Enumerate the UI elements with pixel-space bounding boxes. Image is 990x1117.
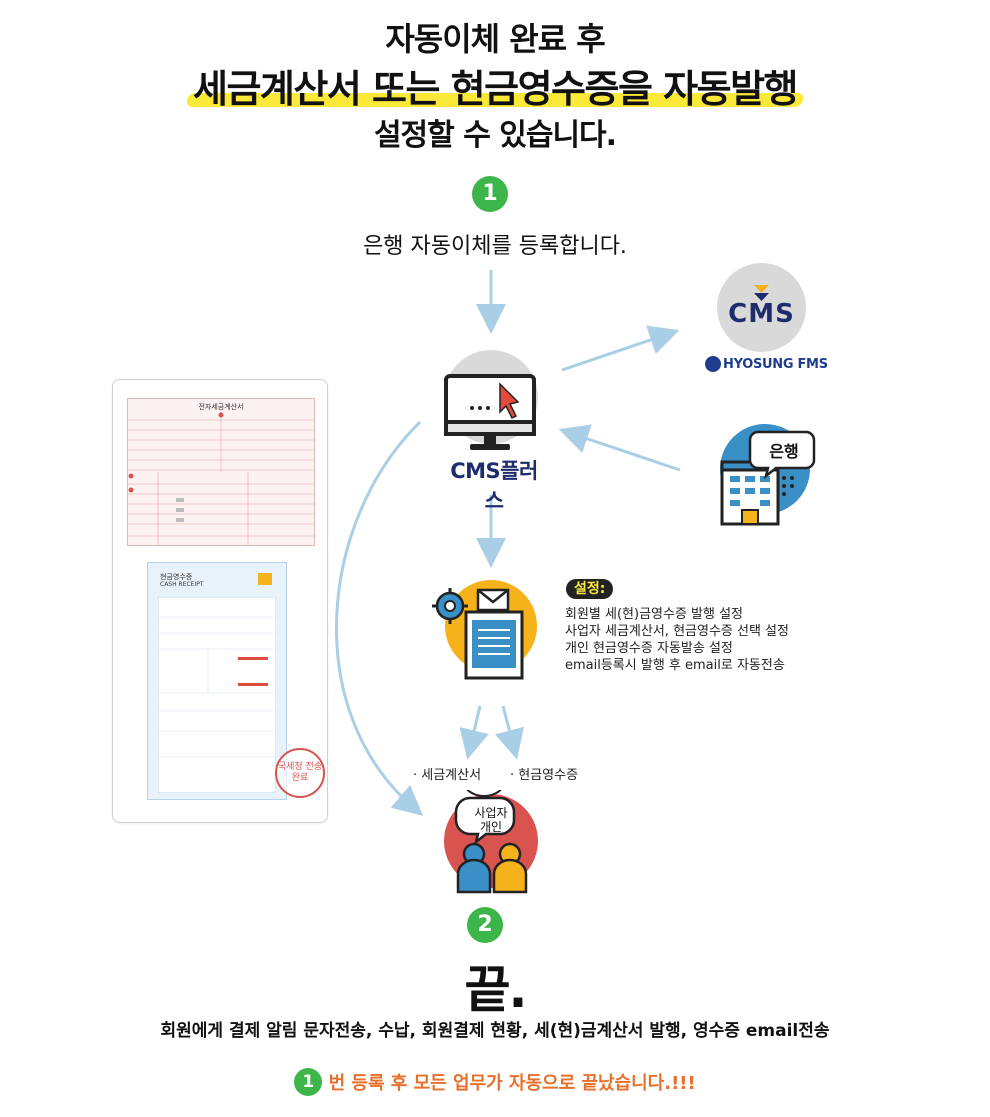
hyosung-icon [705,356,721,372]
recipients-bubble-line1: 사업자 [474,806,508,820]
step1-text: 은행 자동이체를 등록합니다. [363,234,627,259]
receipt-grid [158,597,276,793]
settings-line-3: 개인 현금영수증 자동발송 설정 [565,641,733,656]
arrow-settings-to-cash [494,705,524,760]
settings-line-4: email등록시 발행 후 email로 자동전송 [565,658,785,673]
tax-invoice-title: 전자세금계산서 [198,403,244,411]
settings-document-icon [432,588,524,680]
step2-badge: 2 [467,907,503,943]
tax-invoice-grid [128,412,314,546]
nts-stamp: 국세청 전송완료 [275,748,325,798]
receipt-logo-icon [258,573,272,585]
header-line3: 설정할 수 있습니다. [373,118,617,153]
arrow-cms-to-hyosung [561,325,680,372]
documents-panel: 전자세금계산서 현금영수증 CASH RECEIPT [112,379,328,823]
cms-plus-label: CMS플러스 [450,459,538,513]
settings-line-2: 사업자 세금계산서, 현금영수증 선택 설정 [565,624,789,639]
step2-summary: 회원에게 결제 알림 문자전송, 수납, 회원결제 현황, 세(현)금계산서 발… [160,1021,830,1041]
bank-building-icon [720,430,816,526]
monitor-icon [444,374,536,450]
final-badge: 1 [294,1068,323,1096]
cms-logo-text: CMS [728,299,795,329]
arrow-bank-to-cms [558,424,681,472]
tax-invoice-document: 전자세금계산서 [127,398,315,546]
arrow-curve-to-recipients [335,420,424,816]
cms-logo-mark [754,285,769,301]
hyosung-label: HYOSUNG FMS [723,357,828,372]
header-line2-highlight-b: 현금영수증을 자동발행 [450,67,799,111]
header-line1: 자동이체 완료 후 [385,20,605,58]
people-icon [454,790,528,894]
output-tax-invoice: · 세금계산서 [413,768,482,783]
header-line2-highlight-a: 세금계산서 또는 [192,67,451,111]
header-line2: 세금계산서 또는 현금영수증을 자동발행 [0,58,990,113]
final-text: 번 등록 후 모든 업무가 자동으로 끝났습니다.!!! [328,1073,696,1094]
settings-badge: 설정: [566,578,614,599]
arrow-settings-to-tax [459,705,489,760]
output-cash-receipt: · 현금영수증 [510,768,579,783]
cash-receipt-document: 현금영수증 CASH RECEIPT [147,562,287,800]
final-line: 1 번 등록 후 모든 업무가 자동으로 끝났습니다.!!! [0,1068,990,1096]
receipt-title: 현금영수증 [160,573,193,581]
recipients-bubble-line2: 개인 [479,820,503,834]
settings-line-1: 회원별 세(현)금영수증 발행 설정 [565,607,744,622]
bank-bubble-text: 은행 [769,442,799,461]
recipients-bubble: 사업자 개인 [458,806,524,834]
receipt-subtitle: CASH RECEIPT [160,581,204,588]
step1-badge: 1 [472,176,508,212]
cms-logo-circle: CMS [717,263,806,352]
step2-big-text: 끝. [464,961,528,1019]
